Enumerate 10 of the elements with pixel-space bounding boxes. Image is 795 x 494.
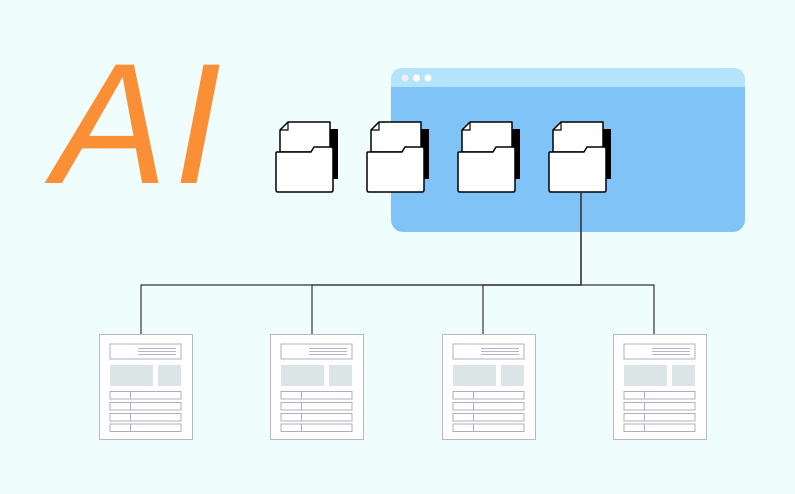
document-icon bbox=[613, 334, 707, 440]
folder-icon bbox=[366, 121, 430, 193]
folder-icon bbox=[548, 121, 612, 193]
document-icon bbox=[442, 334, 536, 440]
document-icon bbox=[270, 334, 364, 440]
headline-text: AI bbox=[41, 32, 248, 216]
folder-icon bbox=[275, 121, 339, 193]
connector-line bbox=[580, 193, 655, 334]
folder-icon bbox=[457, 121, 521, 193]
document-icon bbox=[99, 334, 193, 440]
